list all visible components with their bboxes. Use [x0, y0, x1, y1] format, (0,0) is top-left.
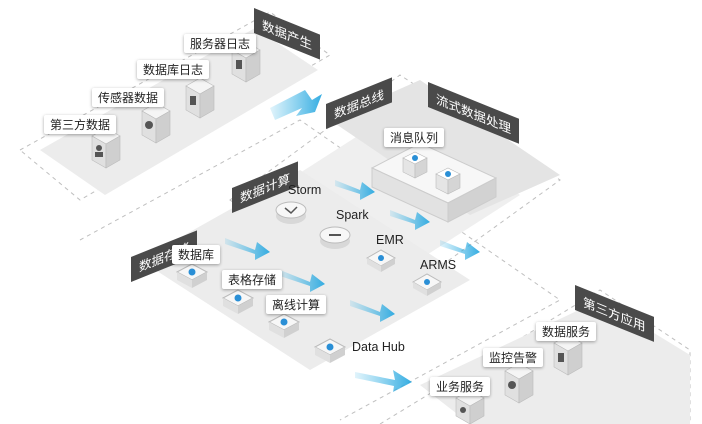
- sensor-icon: [141, 102, 171, 144]
- data-service-icon: [553, 334, 583, 376]
- label-third-party-data: 第三方数据: [44, 115, 117, 134]
- arms-icon: [411, 273, 443, 296]
- label-monitor-alert: 监控告警: [483, 348, 544, 367]
- label-offline-compute: 离线计算: [266, 295, 327, 314]
- monitor-alert-icon: [504, 362, 534, 404]
- label-server-log: 服务器日志: [184, 34, 257, 53]
- spark-icon: [319, 226, 351, 249]
- label-emr: EMR: [376, 233, 404, 247]
- label-table-store: 表格存储: [222, 270, 283, 289]
- storage-nodes: [175, 263, 347, 363]
- label-data-service: 数据服务: [536, 322, 597, 341]
- label-sensor-data: 传感器数据: [92, 88, 165, 107]
- compute-nodes: [275, 201, 443, 296]
- table-store-icon: [221, 289, 255, 314]
- database-icon: [175, 263, 209, 288]
- user-data-icon: [91, 127, 121, 169]
- database-log-icon: [185, 77, 215, 119]
- label-datahub: Data Hub: [352, 340, 405, 354]
- label-database: 数据库: [172, 245, 221, 264]
- label-arms: ARMS: [420, 258, 457, 272]
- label-business-service: 业务服务: [430, 377, 491, 396]
- datahub-icon: [313, 338, 347, 363]
- storm-icon: [275, 201, 307, 224]
- label-database-log: 数据库日志: [137, 60, 210, 79]
- flow-arrows: [225, 90, 480, 392]
- label-storm: Storm: [288, 183, 322, 197]
- emr-icon: [365, 249, 397, 272]
- label-message-queue: 消息队列: [384, 128, 445, 147]
- offline-compute-icon: [267, 313, 301, 338]
- message-queue-icon: [370, 142, 498, 223]
- label-spark: Spark: [336, 208, 369, 222]
